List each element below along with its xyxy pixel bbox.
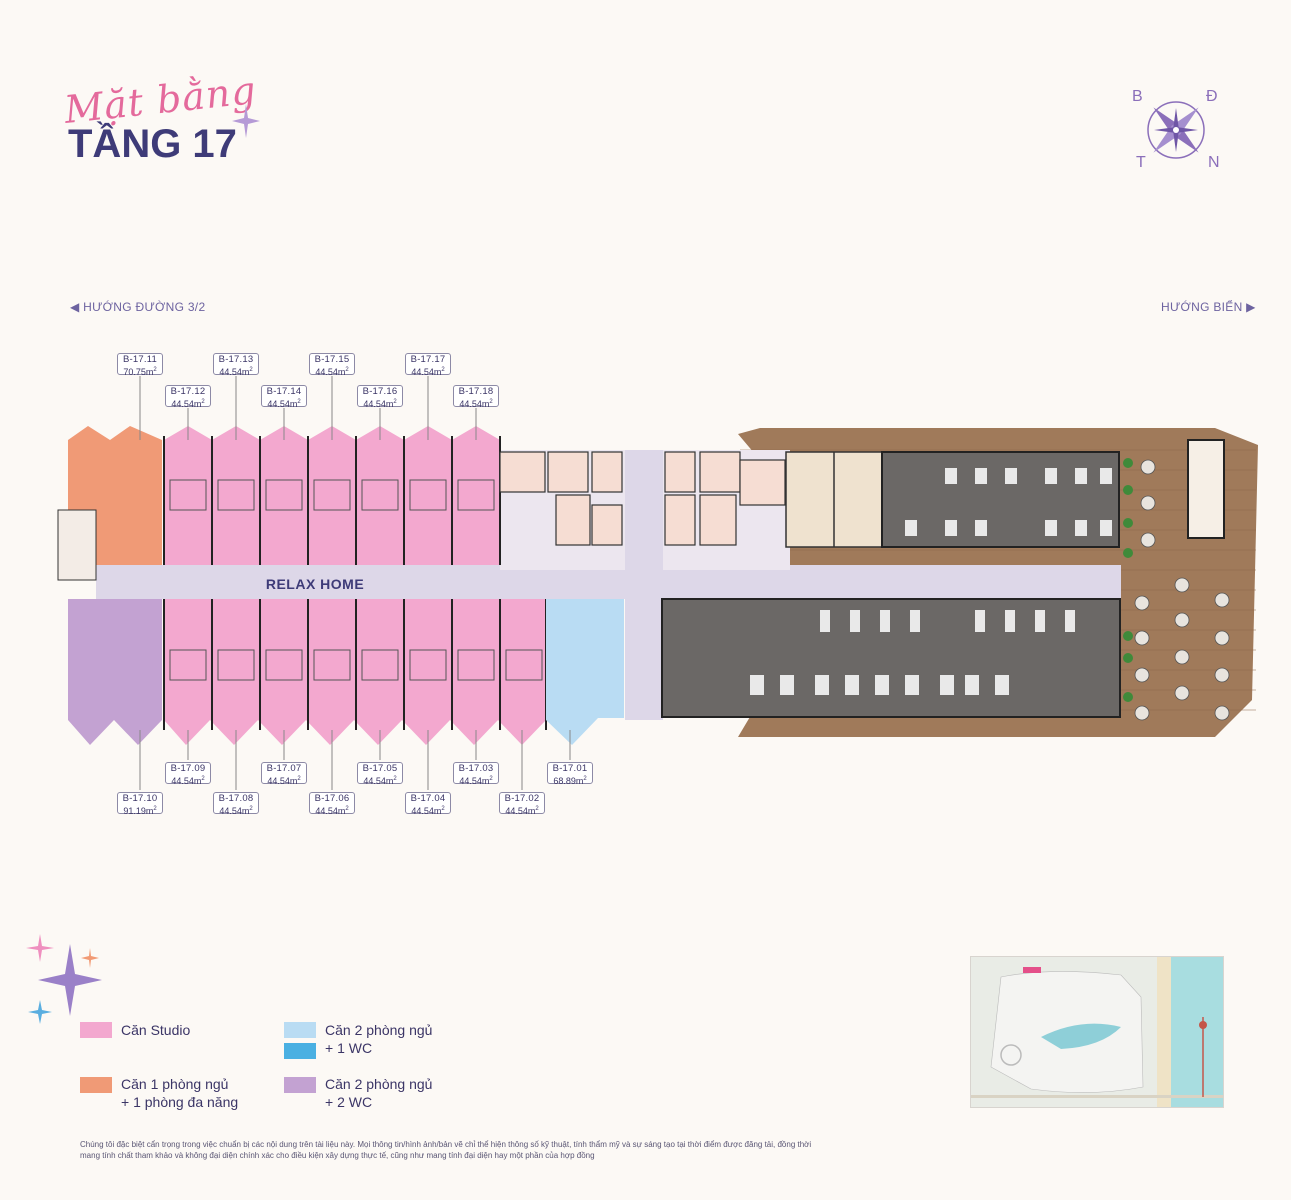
compass-west-label: B [1132,88,1143,105]
compass-rose-icon [1147,101,1205,159]
core-rooms [499,451,786,546]
disclaimer-text: Chúng tôi đặc biệt cẩn trọng trong việc … [80,1140,812,1160]
site-map [970,956,1224,1108]
unit-b-17-01 [546,599,624,745]
compass-south-left-label: T [1136,154,1146,171]
unit-b-17-10 [68,599,162,745]
stair-core [1187,439,1225,539]
legend-one-bed-line2: + 1 phòng đa năng [121,1094,239,1110]
legend-two-bed-1wc-line2: + 1 WC [325,1040,373,1056]
sparkles-icon [26,934,102,1024]
direction-left: ◀ HƯỚNG ĐƯỜNG 3/2 [70,300,206,314]
legend-one-bed-line1: Căn 1 phòng ngủ [121,1076,229,1092]
gym-room-bottom [661,598,1121,718]
sparkle-icon [232,104,260,138]
legend-swatch-two-bed-dark [284,1043,316,1059]
legend-two-bed-2wc-line2: + 2 WC [325,1094,373,1110]
floor-plan [57,376,1258,790]
legend-studio: Căn Studio [121,1022,191,1038]
corridor [96,565,1121,599]
legend-two-bed-1wc-line1: Căn 2 phòng ngủ [325,1022,433,1038]
bottom-studio-row [163,599,547,745]
page-title: TẦNG 17 [68,122,237,166]
compass: B Đ T N [1128,86,1224,172]
compass-east-label: Đ [1206,88,1218,105]
legend-swatch-studio [80,1022,112,1038]
direction-right: HƯỚNG BIỂN ▶ [1161,300,1256,314]
relax-home-label: RELAX HOME [265,576,365,592]
legend-swatch-two-bed-2wc [284,1077,316,1093]
site-map-drawing [971,957,1223,1107]
legend-swatch-one-bed [80,1077,112,1093]
legend-swatch-two-bed-light [284,1022,316,1038]
compass-south-label: N [1208,154,1220,171]
deck-tables [1134,459,1230,721]
top-studio-row [163,426,501,565]
legend-two-bed-2wc-line1: Căn 2 phòng ngủ [325,1076,433,1092]
